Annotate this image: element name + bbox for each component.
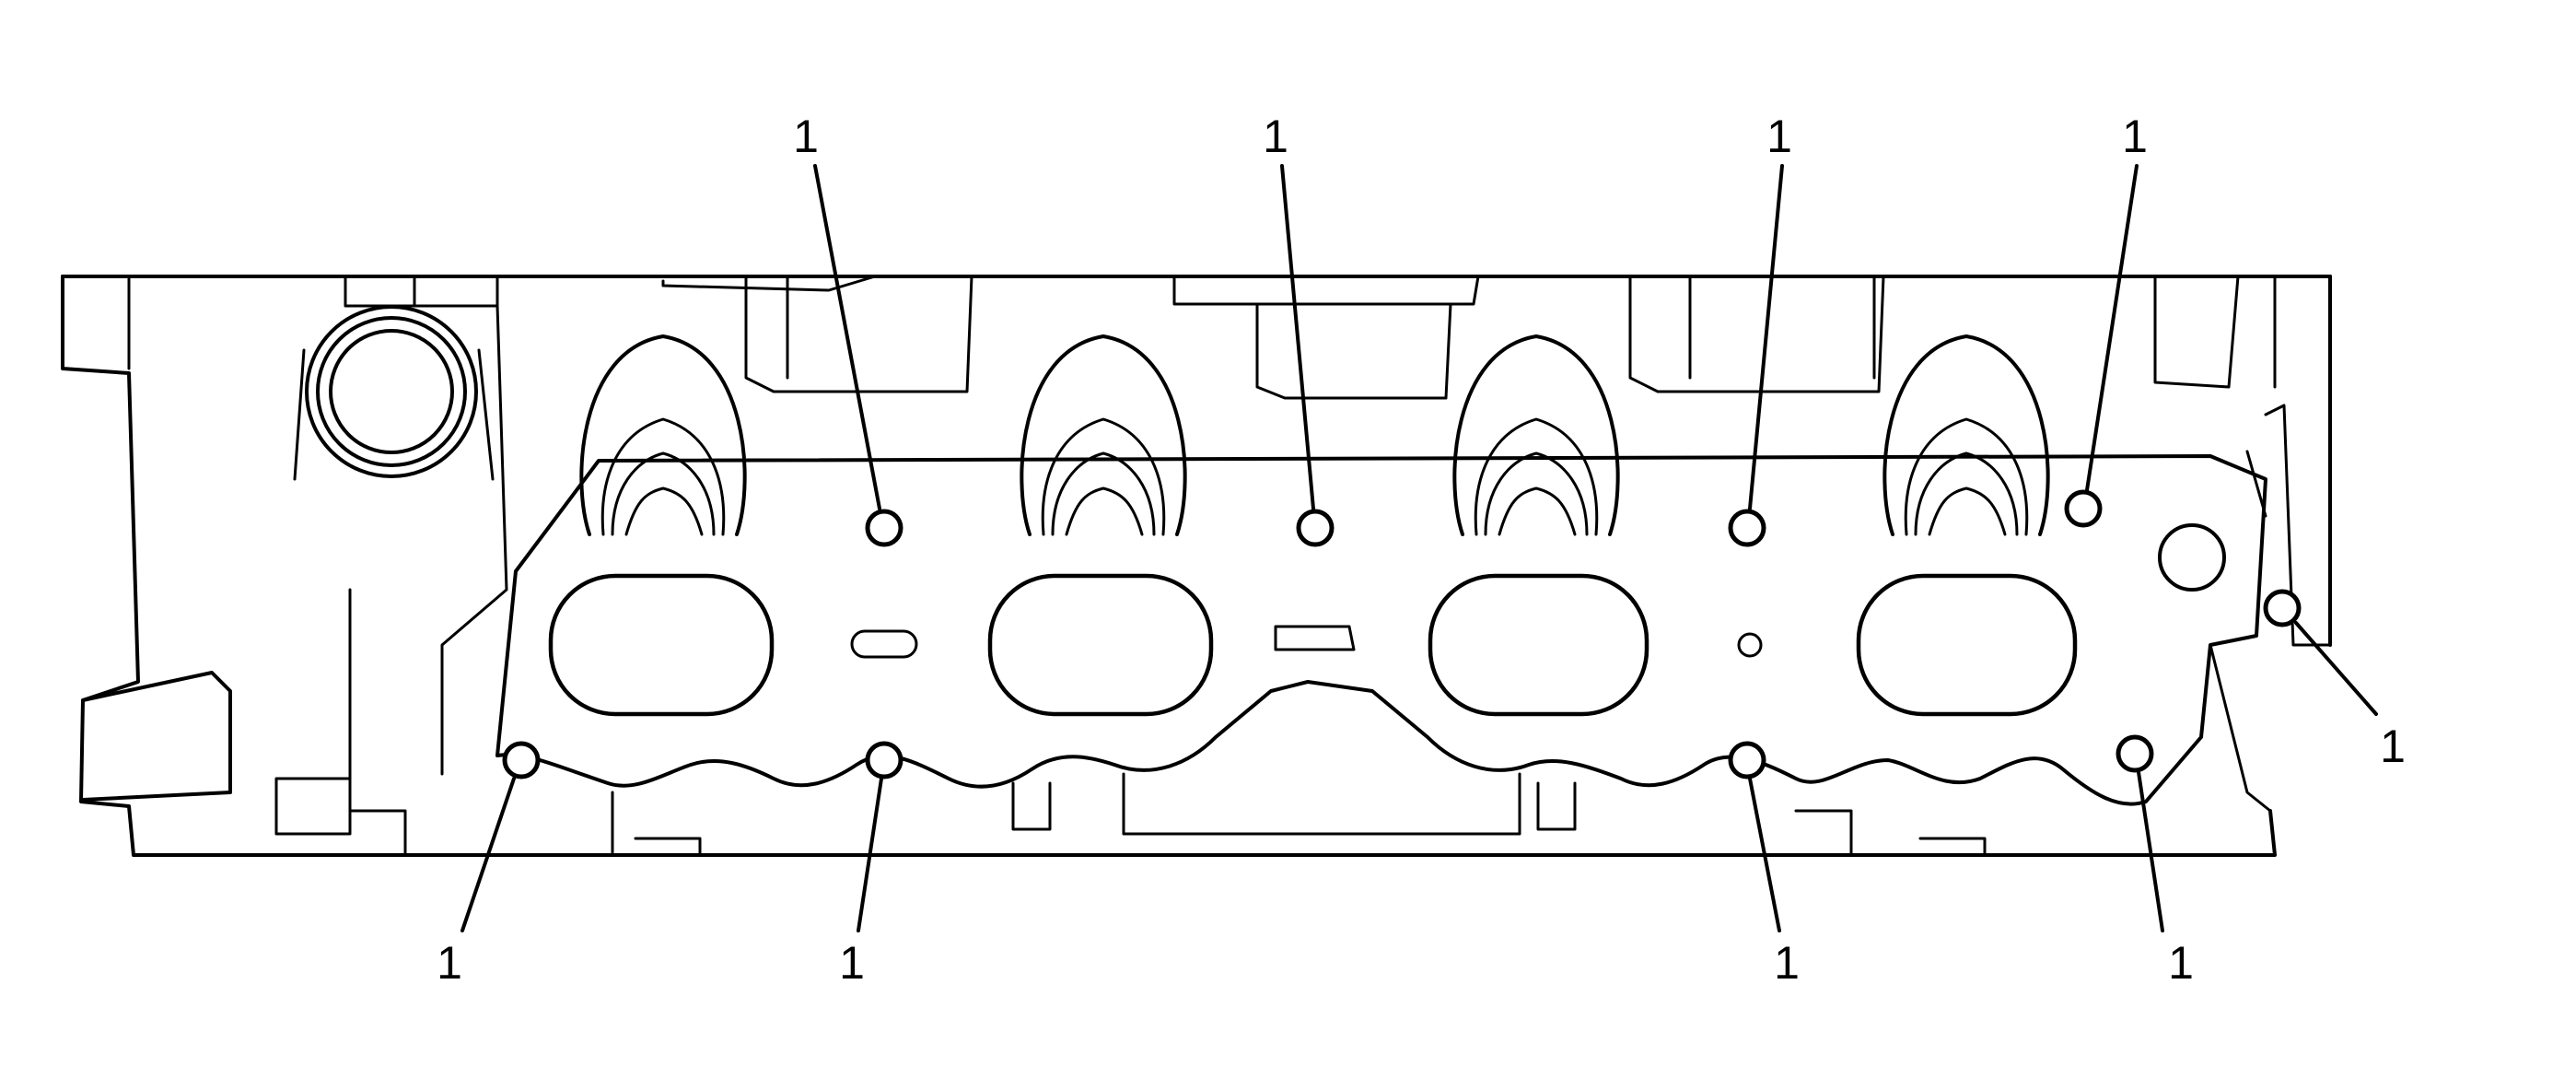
- callout-label: 1: [1766, 111, 1792, 162]
- bolt-hole: [1296, 509, 1335, 547]
- callout-label: 1: [793, 111, 819, 162]
- callout-label: 1: [839, 937, 865, 989]
- callout-label: 1: [2380, 721, 2406, 772]
- bolt-hole: [502, 741, 541, 779]
- exhaust-ports: [548, 523, 2226, 717]
- callout-labels: 1 1 1 1 1 1 1 1 1: [437, 111, 2406, 989]
- bolt-holes: [502, 489, 2302, 779]
- bolt-hole: [2064, 489, 2103, 528]
- callout-label: 1: [2122, 111, 2148, 162]
- bolt-hole: [2263, 589, 2302, 627]
- valve-spring-bosses: [579, 334, 2050, 536]
- callout-label: 1: [2168, 937, 2194, 989]
- manifold-gasket-flange: [495, 454, 2267, 806]
- callout-label: 1: [1774, 937, 1800, 989]
- leader-lines: [460, 164, 2378, 932]
- bolt-hole: [865, 509, 903, 547]
- callout-label: 1: [437, 937, 462, 989]
- bolt-hole: [865, 741, 903, 779]
- bolt-hole: [1728, 509, 1766, 547]
- bolt-hole: [1728, 741, 1766, 779]
- bolt-hole: [2116, 734, 2154, 773]
- callout-label: 1: [1263, 111, 1288, 162]
- cylinder-head-outline: [61, 275, 2332, 857]
